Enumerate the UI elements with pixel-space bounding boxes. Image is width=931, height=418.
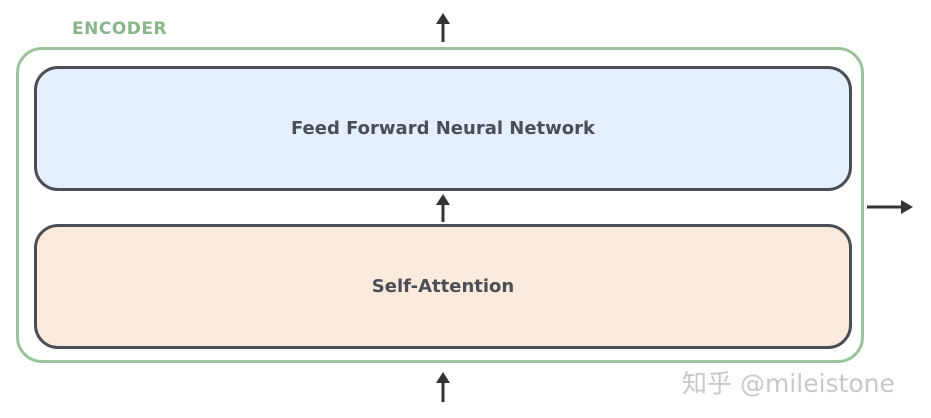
self-attention-label: Self-Attention xyxy=(371,276,515,297)
encoder-title: ENCODER xyxy=(72,19,168,39)
self-attention-block: Self-Attention xyxy=(34,224,852,349)
feed-forward-label: Feed Forward Neural Network xyxy=(290,118,595,139)
side-arrow-right-icon xyxy=(867,200,913,214)
input-arrow-up-icon xyxy=(436,372,450,402)
feed-forward-block: Feed Forward Neural Network xyxy=(34,66,852,191)
output-arrow-up-icon xyxy=(436,13,450,42)
watermark-text: 知乎 @mileistone xyxy=(682,369,895,398)
